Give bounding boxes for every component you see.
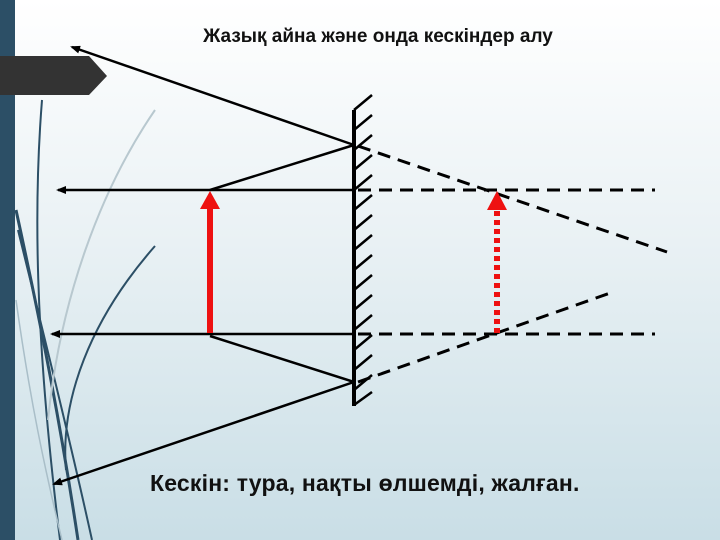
incident-ray-bottom xyxy=(209,334,355,384)
real-rays xyxy=(50,45,355,486)
pentagon-tag xyxy=(0,56,107,95)
object-arrow xyxy=(200,191,220,333)
reflected-ray-top xyxy=(70,45,355,147)
virtual-image-arrow xyxy=(487,191,507,333)
decorative-swooshes xyxy=(14,99,156,540)
virtual-ray-extensions xyxy=(357,144,668,384)
reflected-ray-bottom xyxy=(52,380,355,486)
left-accent-bar xyxy=(0,0,15,540)
incident-ray-top xyxy=(209,143,355,192)
slide-title: Жазық айна және онда кескіндер алу xyxy=(203,26,553,47)
image-properties-caption: Кескін: тура, нақты өлшемді, жалған. xyxy=(150,470,580,496)
plane-mirror xyxy=(352,94,373,407)
